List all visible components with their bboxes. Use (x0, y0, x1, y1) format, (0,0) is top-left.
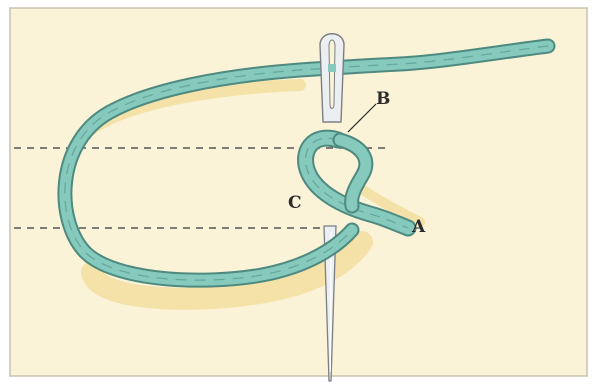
needle-eye (329, 40, 335, 109)
needle-upper (320, 34, 344, 122)
label-c: C (288, 193, 302, 213)
label-b: B (376, 89, 390, 109)
label-a: A (411, 217, 426, 237)
